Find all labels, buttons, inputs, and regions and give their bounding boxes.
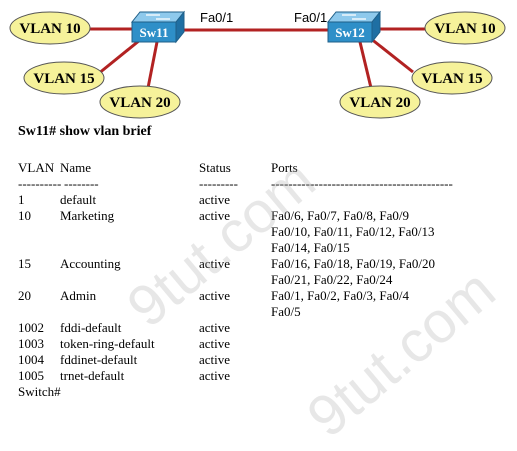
switch-arrows-icon <box>342 14 366 20</box>
interface-label-sw12: Fa0/1 <box>294 10 327 25</box>
vlan-node-left-20: VLAN 20 <box>99 85 181 119</box>
cell-status: active <box>199 352 231 367</box>
svg-text:VLAN 10: VLAN 10 <box>434 21 495 37</box>
cell-name: default <box>60 192 97 207</box>
vlan-node-right-10: VLAN 10 <box>424 11 506 45</box>
switch-sw11: Sw11 <box>130 10 186 44</box>
cell-name: fddinet-default <box>60 352 138 367</box>
cell-name: trnet-default <box>60 368 125 383</box>
svg-text:VLAN 10: VLAN 10 <box>19 21 80 37</box>
vlan-node-left-10: VLAN 10 <box>9 11 91 45</box>
cell-status: active <box>199 192 231 207</box>
vlan-node-left-15: VLAN 15 <box>23 61 105 95</box>
divider-name: -------- <box>64 176 99 191</box>
cell-vlan: 1002 <box>18 320 44 335</box>
link-sw12-vlan15 <box>369 36 414 74</box>
cell-vlan: 1 <box>18 192 25 207</box>
cell-vlan: 15 <box>18 256 31 271</box>
cell-ports: Fa0/16, Fa0/18, Fa0/19, Fa0/20 <box>271 256 435 271</box>
cli-prompt: Switch# <box>18 384 61 399</box>
cell-vlan: 10 <box>18 208 31 223</box>
svg-text:Sw12: Sw12 <box>335 25 365 40</box>
switch-arrows-icon <box>146 14 170 20</box>
cell-name: Admin <box>60 288 97 303</box>
switch-sw12: Sw12 <box>326 10 382 44</box>
link-sw11-vlan20 <box>145 41 159 94</box>
cell-ports: Fa0/5 <box>271 304 301 319</box>
cell-vlan: 1004 <box>18 352 44 367</box>
vlan-node-right-15: VLAN 15 <box>411 61 493 95</box>
cell-ports: Fa0/10, Fa0/11, Fa0/12, Fa0/13 <box>271 224 435 239</box>
header-ports: Ports <box>271 160 298 175</box>
cell-name: Marketing <box>60 208 115 223</box>
cell-ports: Fa0/14, Fa0/15 <box>271 240 350 255</box>
cell-ports: Fa0/21, Fa0/22, Fa0/24 <box>271 272 393 287</box>
header-vlan: VLAN <box>18 160 55 175</box>
svg-text:VLAN 20: VLAN 20 <box>109 95 170 111</box>
header-status: Status <box>199 160 231 175</box>
cell-status: active <box>199 320 231 335</box>
cell-vlan: 1005 <box>18 368 44 383</box>
cell-name: fddi-default <box>60 320 122 335</box>
link-sw12-vlan20 <box>358 41 374 93</box>
divider-vlan: ---------- <box>18 176 62 191</box>
cell-status: active <box>199 288 231 303</box>
cell-vlan: 1003 <box>18 336 44 351</box>
svg-text:VLAN 15: VLAN 15 <box>421 71 482 87</box>
divider-ports: ----------------------------------------… <box>271 176 453 191</box>
header-name: Name <box>60 160 92 175</box>
cell-status: active <box>199 336 231 351</box>
cell-name: token-ring-default <box>60 336 155 351</box>
cell-ports: Fa0/1, Fa0/2, Fa0/3, Fa0/4 <box>271 288 409 303</box>
cell-vlan: 20 <box>18 288 31 303</box>
svg-text:VLAN 15: VLAN 15 <box>33 71 94 87</box>
cell-name: Accounting <box>60 256 121 271</box>
cell-status: active <box>199 368 231 383</box>
svg-text:Sw11: Sw11 <box>140 25 169 40</box>
cli-command: Sw11# show vlan brief <box>18 124 152 139</box>
interface-label-sw11: Fa0/1 <box>200 10 233 25</box>
cell-ports: Fa0/6, Fa0/7, Fa0/8, Fa0/9 <box>271 208 409 223</box>
cell-status: active <box>199 208 231 223</box>
network-topology: VLAN 10 VLAN 15 VLAN 20 VLAN 10 VLAN 15 … <box>9 10 506 119</box>
link-sw11-vlan15 <box>97 38 141 76</box>
vlan-node-right-20: VLAN 20 <box>339 85 421 119</box>
divider-status: --------- <box>199 176 238 191</box>
cell-status: active <box>199 256 231 271</box>
svg-text:VLAN 20: VLAN 20 <box>349 95 410 111</box>
